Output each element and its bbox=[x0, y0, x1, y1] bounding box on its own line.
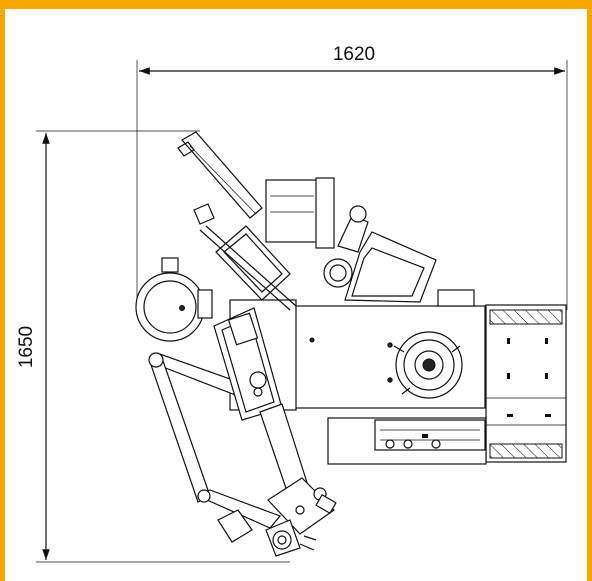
upper-arm-beam bbox=[181, 131, 263, 219]
bottom-tool-head bbox=[265, 477, 337, 557]
turntable-hub bbox=[422, 358, 436, 372]
width-dimension-label: 1620 bbox=[333, 44, 375, 65]
angled-motor bbox=[337, 215, 369, 253]
lower-tray bbox=[327, 417, 487, 465]
width-dimension: 1620 bbox=[136, 44, 568, 310]
drum-outer bbox=[135, 272, 205, 342]
hood-panel bbox=[344, 231, 437, 303]
upper-right-housing bbox=[265, 177, 437, 303]
tool-head-wheel bbox=[272, 530, 292, 550]
right-side-unit bbox=[485, 304, 567, 463]
height-dimension: 1650 bbox=[16, 130, 290, 563]
right-unit-body bbox=[485, 304, 567, 463]
left-drum bbox=[135, 257, 213, 342]
lower-arm bbox=[148, 307, 311, 543]
right-unit-hatch-bottom bbox=[489, 443, 563, 459]
upper-motor-housing bbox=[265, 179, 319, 243]
right-unit-hatch-top bbox=[489, 309, 563, 325]
pivot-disk bbox=[323, 258, 353, 288]
head-frame bbox=[215, 225, 291, 301]
height-dimension-label: 1650 bbox=[16, 326, 37, 368]
upper-left-arm bbox=[177, 131, 297, 311]
